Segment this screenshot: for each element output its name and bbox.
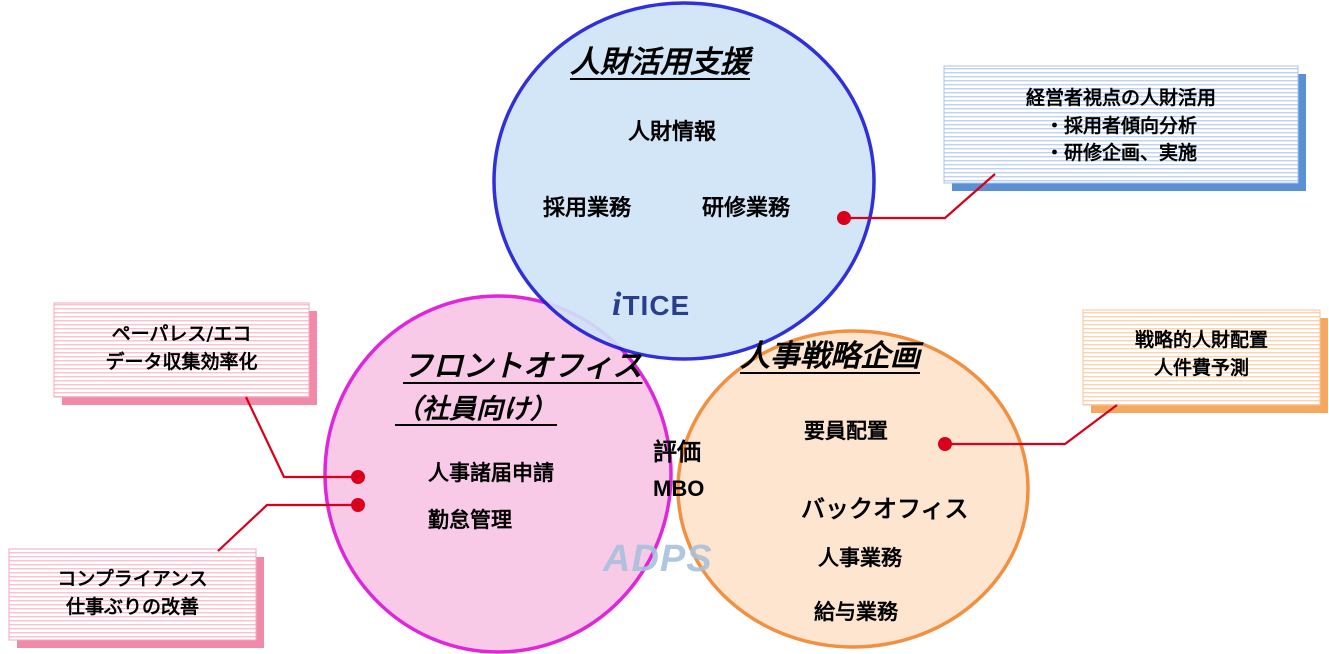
callout-top-right-line-1: 経営者視点の人財活用 (1025, 87, 1216, 109)
top-circle-item-3: 研修業務 (702, 196, 791, 221)
callout-right-text: 戦略的人財配置 人件費予測 (1083, 327, 1320, 382)
callout-top-right-line-3: ・研修企画、実施 (1044, 142, 1197, 165)
circle-right (676, 329, 1030, 649)
connector-left-top (245, 396, 358, 479)
right-circle-item-3: 人事業務 (818, 546, 902, 570)
callout-right-box (1082, 309, 1328, 413)
connector-right (945, 404, 1118, 446)
right-circle-item-1: 要員配置 (804, 419, 888, 443)
callout-left-top-box (53, 302, 317, 405)
callout-left-top-line-1: ペーパレス/エコ (111, 323, 252, 345)
connector-left-bottom (217, 503, 358, 552)
callout-top-right-box (943, 65, 1306, 191)
callout-top-right-text: 経営者視点の人財活用 ・採用者傾向分析 ・研修企画、実施 (944, 85, 1298, 168)
callout-left-top-text: ペーパレス/エコ データ収集効率化 (54, 321, 309, 376)
connector-top-right (844, 173, 996, 220)
overlap-label-line2: MBO (653, 476, 705, 501)
left-circle-title-line2: （社員向け） (395, 394, 557, 425)
connector-dot-right (938, 437, 952, 451)
connector-dot-top-right (837, 211, 851, 225)
right-circle-item-2: バックオフィス (801, 495, 969, 523)
callout-right-line-1: 戦略的人財配置 (1134, 329, 1268, 351)
callout-left-top-line-2: データ収集効率化 (105, 350, 258, 373)
right-circle-item-4: 給与業務 (814, 600, 898, 624)
top-circle-title: 人財活用支援 (570, 45, 750, 80)
left-circle-item-2: 勤怠管理 (428, 508, 512, 532)
callout-left-bottom-text: コンプライアンス 仕事ぶりの改善 (9, 566, 256, 621)
left-circle-item-1: 人事諸届申請 (428, 461, 554, 485)
callout-right-line-2: 人件費予測 (1153, 356, 1249, 379)
adps-logo: ADPS (603, 538, 713, 580)
top-circle-item-2: 採用業務 (543, 196, 632, 221)
overlap-label-line1: 評価 (653, 438, 701, 466)
right-circle-title: 人事戦略企画 (740, 339, 920, 374)
circle-left (323, 294, 673, 654)
callout-top-right-line-2: ・採用者傾向分析 (1044, 114, 1197, 137)
itice-logo: iTICE (612, 286, 691, 323)
connector-dot-left-top (351, 470, 365, 484)
connector-dot-left-bottom (351, 498, 365, 512)
circle-top (492, 1, 876, 361)
callout-left-bottom-line-2: 仕事ぶりの改善 (65, 595, 199, 618)
callout-left-bottom-box (8, 548, 264, 648)
callout-left-bottom-line-1: コンプライアンス (57, 568, 208, 590)
left-circle-title-line1: フロントオフィス (403, 349, 643, 384)
top-circle-item-1: 人財情報 (628, 120, 717, 145)
